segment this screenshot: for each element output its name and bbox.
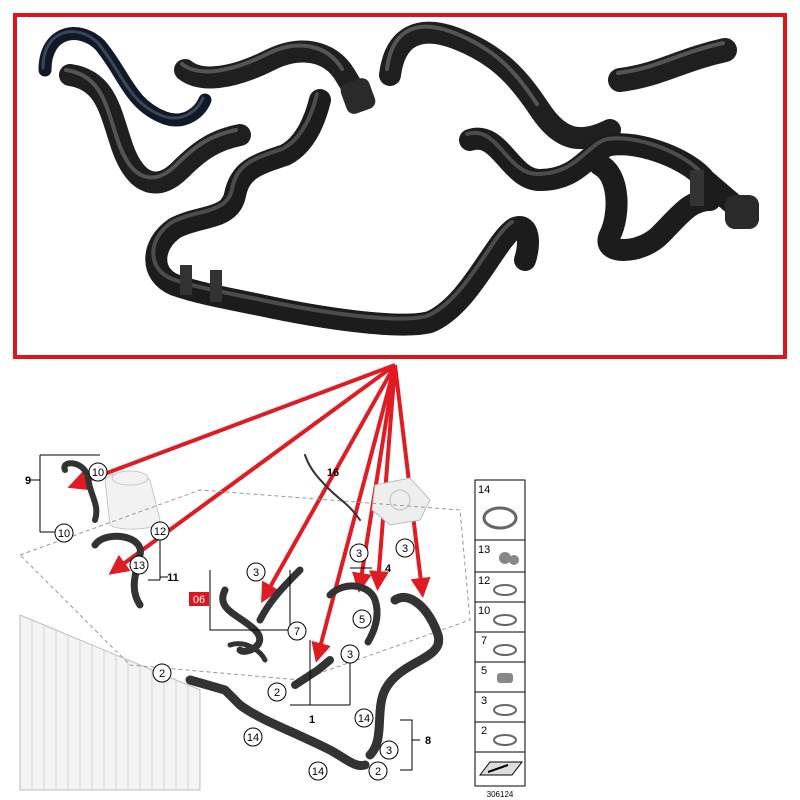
svg-text:11: 11 (167, 572, 179, 584)
svg-text:3: 3 (356, 548, 362, 560)
parts-legend: 14 13 12 10 7 5 3 2 (474, 479, 526, 787)
svg-text:2: 2 (274, 687, 280, 699)
callout-7 (287, 621, 307, 641)
hose-2 (185, 675, 370, 771)
double-clip-icon (499, 552, 519, 565)
svg-text:2: 2 (159, 668, 165, 680)
svg-text:1: 1 (309, 714, 315, 726)
clamp-d2 (210, 270, 222, 302)
svg-text:10: 10 (478, 605, 490, 617)
svg-text:14: 14 (478, 484, 490, 496)
callout-5 (352, 609, 372, 629)
spring-clamp-icon-10 (493, 614, 517, 626)
spring-clamp-icon-3 (493, 704, 517, 716)
arrow-1 (67, 363, 396, 491)
clamp-f (690, 170, 704, 206)
svg-text:10: 10 (92, 467, 104, 479)
radiator (19, 614, 201, 791)
callout-2b (267, 682, 287, 702)
callout-3e (379, 740, 399, 760)
callout-circles (54, 462, 415, 781)
hose-5 (326, 582, 381, 646)
callout-labels: 10 10 12 13 3 3 3 7 5 3 2 2 14 14 14 3 2… (25, 467, 431, 778)
svg-text:3: 3 (386, 745, 392, 757)
svg-text:8: 8 (425, 735, 431, 747)
callout-14a (243, 727, 263, 747)
svg-text:5: 5 (481, 665, 487, 677)
svg-text:10: 10 (58, 528, 70, 540)
svg-text:2: 2 (481, 725, 487, 737)
pump-housing (371, 477, 431, 526)
callout-3d (340, 644, 360, 664)
sensor-wire (304, 454, 361, 521)
spring-clamp-icon-12 (493, 584, 517, 596)
svg-text:5: 5 (359, 614, 365, 626)
svg-text:4: 4 (385, 563, 392, 575)
hose-photo-group (38, 21, 759, 336)
band-clamp-icon (482, 506, 518, 530)
spring-clamp-icon-2 (493, 734, 517, 746)
svg-text:13: 13 (133, 560, 145, 572)
hose-photo-g (608, 38, 737, 92)
svg-text:3: 3 (347, 649, 353, 661)
diagram-number: 306124 (487, 790, 514, 799)
callout-3a (246, 562, 266, 582)
hose-1 (291, 656, 334, 689)
hose-photo-c (174, 40, 371, 111)
arrow-4 (311, 364, 397, 663)
arrow-6 (368, 364, 397, 591)
hose-06 (219, 566, 304, 655)
callout-3c (395, 538, 415, 558)
callout-10b (54, 523, 74, 543)
svg-text:7: 7 (294, 626, 300, 638)
svg-text:3: 3 (402, 543, 408, 555)
clamp-d1 (180, 265, 192, 295)
svg-text:2: 2 (375, 766, 381, 778)
svg-text:14: 14 (312, 766, 324, 778)
hose-photo-e (379, 21, 621, 150)
fitting-f (725, 195, 759, 229)
callout-2a (152, 663, 172, 683)
highlight-badge-text: 06 (193, 594, 205, 606)
hose-6b (227, 641, 268, 663)
fitting-c (340, 78, 376, 114)
layout-outline (19, 489, 471, 681)
svg-text:3: 3 (481, 695, 487, 707)
callout-14c (308, 761, 328, 781)
callout-3b (349, 543, 369, 563)
svg-text:12: 12 (154, 526, 166, 538)
svg-text:14: 14 (358, 713, 370, 725)
callout-10a (88, 462, 108, 482)
callout-14b (354, 708, 374, 728)
callout-12 (150, 521, 170, 541)
svg-text:13: 13 (478, 544, 490, 556)
callout-13 (129, 555, 149, 575)
hose-8 (365, 593, 444, 760)
svg-text:3: 3 (253, 567, 259, 579)
screw-icon (478, 761, 524, 776)
svg-text:9: 9 (25, 475, 31, 487)
hose-11 (91, 532, 144, 609)
spring-clamp-icon-7 (493, 644, 517, 656)
hose-9 (61, 460, 100, 523)
quick-connector-icon (497, 673, 513, 683)
callout-2c (368, 761, 388, 781)
svg-text:7: 7 (481, 635, 487, 647)
svg-text:12: 12 (478, 575, 490, 587)
arrow-7 (393, 364, 431, 598)
svg-text:14: 14 (247, 732, 259, 744)
expansion-tank (104, 470, 161, 530)
svg-text:16: 16 (327, 467, 339, 479)
highlight-badge (189, 592, 209, 606)
arrow-3 (261, 364, 397, 603)
